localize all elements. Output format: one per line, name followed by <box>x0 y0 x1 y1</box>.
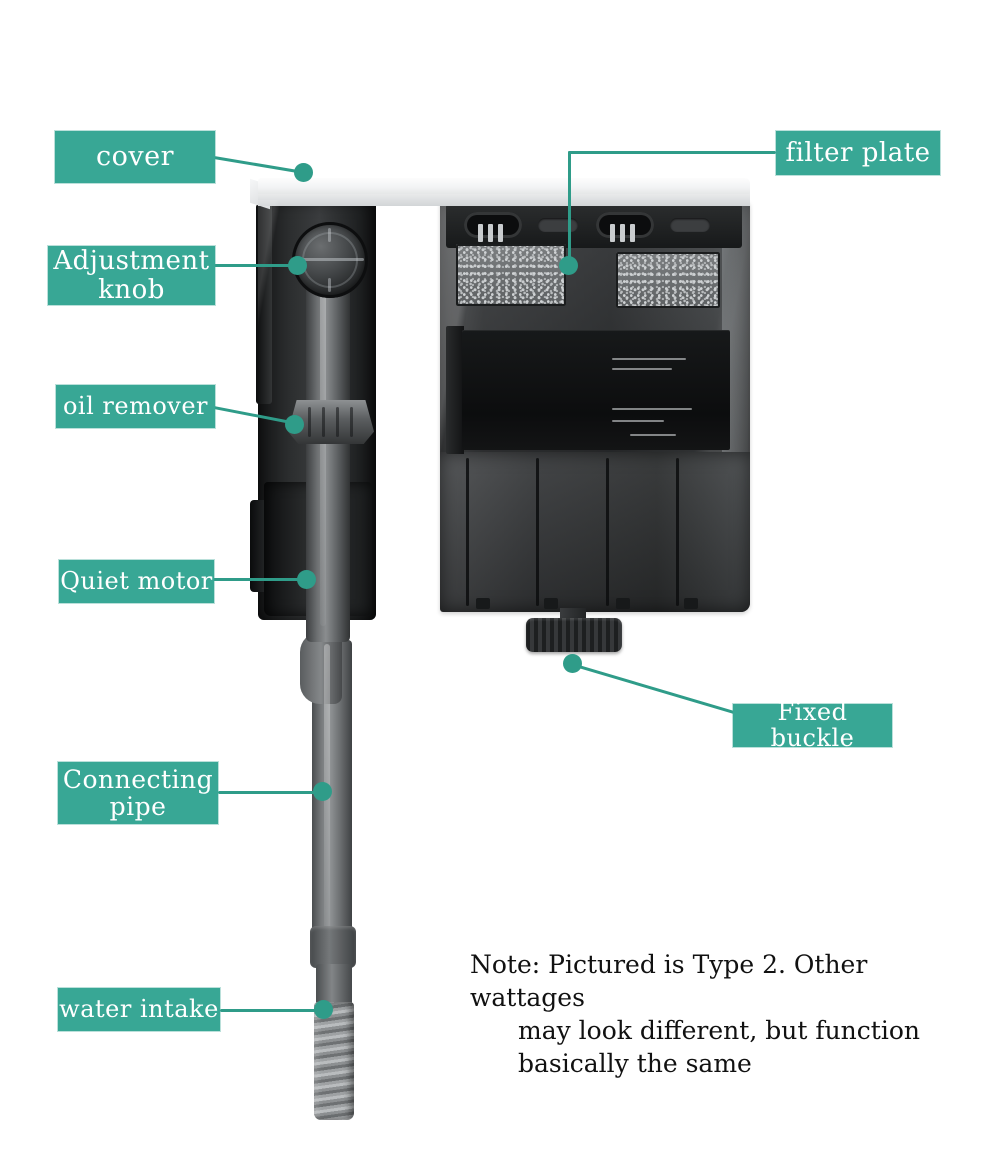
callout-dot-adjustment-knob <box>288 256 307 275</box>
callout-dot-water-intake <box>314 1000 333 1019</box>
filter-plate-media-left <box>456 244 566 306</box>
water-intake-strainer <box>314 1002 354 1120</box>
label-water-intake[interactable]: water intake <box>58 988 220 1031</box>
label-filter-plate[interactable]: filter plate <box>776 131 940 175</box>
leader-line-adjustment-knob <box>214 264 296 267</box>
callout-dot-cover <box>294 163 313 182</box>
note-text: Note: Pictured is Type 2. Other wattages… <box>470 948 990 1080</box>
callout-dot-quiet-motor <box>297 570 316 589</box>
callout-dot-connecting-pipe <box>313 782 332 801</box>
label-adjustment-knob[interactable]: Adjustment knob <box>48 246 215 305</box>
motor-gloss <box>258 200 376 620</box>
label-connecting-pipe[interactable]: Connecting pipe <box>58 762 218 824</box>
leader-line-fixed-buckle <box>571 663 746 718</box>
cover-lid-top <box>258 178 750 195</box>
label-fixed-buckle[interactable]: Fixed buckle <box>733 699 892 750</box>
note-line-2: may look different, but function <box>518 1016 920 1045</box>
label-oil-remover[interactable]: oil remover <box>56 385 215 428</box>
leader-line-water-intake <box>220 1009 324 1012</box>
motor-side-clip <box>250 500 266 592</box>
cover-lid-front <box>258 194 750 206</box>
callout-dot-oil-remover <box>285 415 304 434</box>
callout-dot-filter-plate <box>559 256 578 275</box>
cartridge-tab <box>446 326 464 454</box>
tank-lower-reservoir <box>440 452 750 612</box>
label-quiet-motor[interactable]: Quiet motor <box>59 560 214 603</box>
leader-line-connecting-pipe <box>218 791 322 794</box>
filter-plate-media-right <box>616 252 720 308</box>
pipe-elbow <box>300 632 342 704</box>
note-line-3: basically the same <box>518 1049 752 1078</box>
fixed-buckle-knob <box>526 618 622 652</box>
product-image <box>250 170 760 670</box>
leader-line-filter-plate-vertical <box>568 151 571 267</box>
filter-plate-rail <box>446 204 742 248</box>
pipe-coupler-ring <box>310 926 356 968</box>
cartridge-face <box>462 330 730 450</box>
pipe-lower-stem <box>316 964 352 1006</box>
leader-line-quiet-motor <box>213 578 305 581</box>
note-line-1: Note: Pictured is Type 2. Other wattages <box>470 950 868 1012</box>
leader-line-filter-plate-horizontal <box>568 151 776 154</box>
label-cover[interactable]: cover <box>55 131 215 183</box>
motor-bracket <box>256 204 272 404</box>
outflow-pipe-highlight <box>320 266 326 626</box>
callout-dot-fixed-buckle <box>563 654 582 673</box>
